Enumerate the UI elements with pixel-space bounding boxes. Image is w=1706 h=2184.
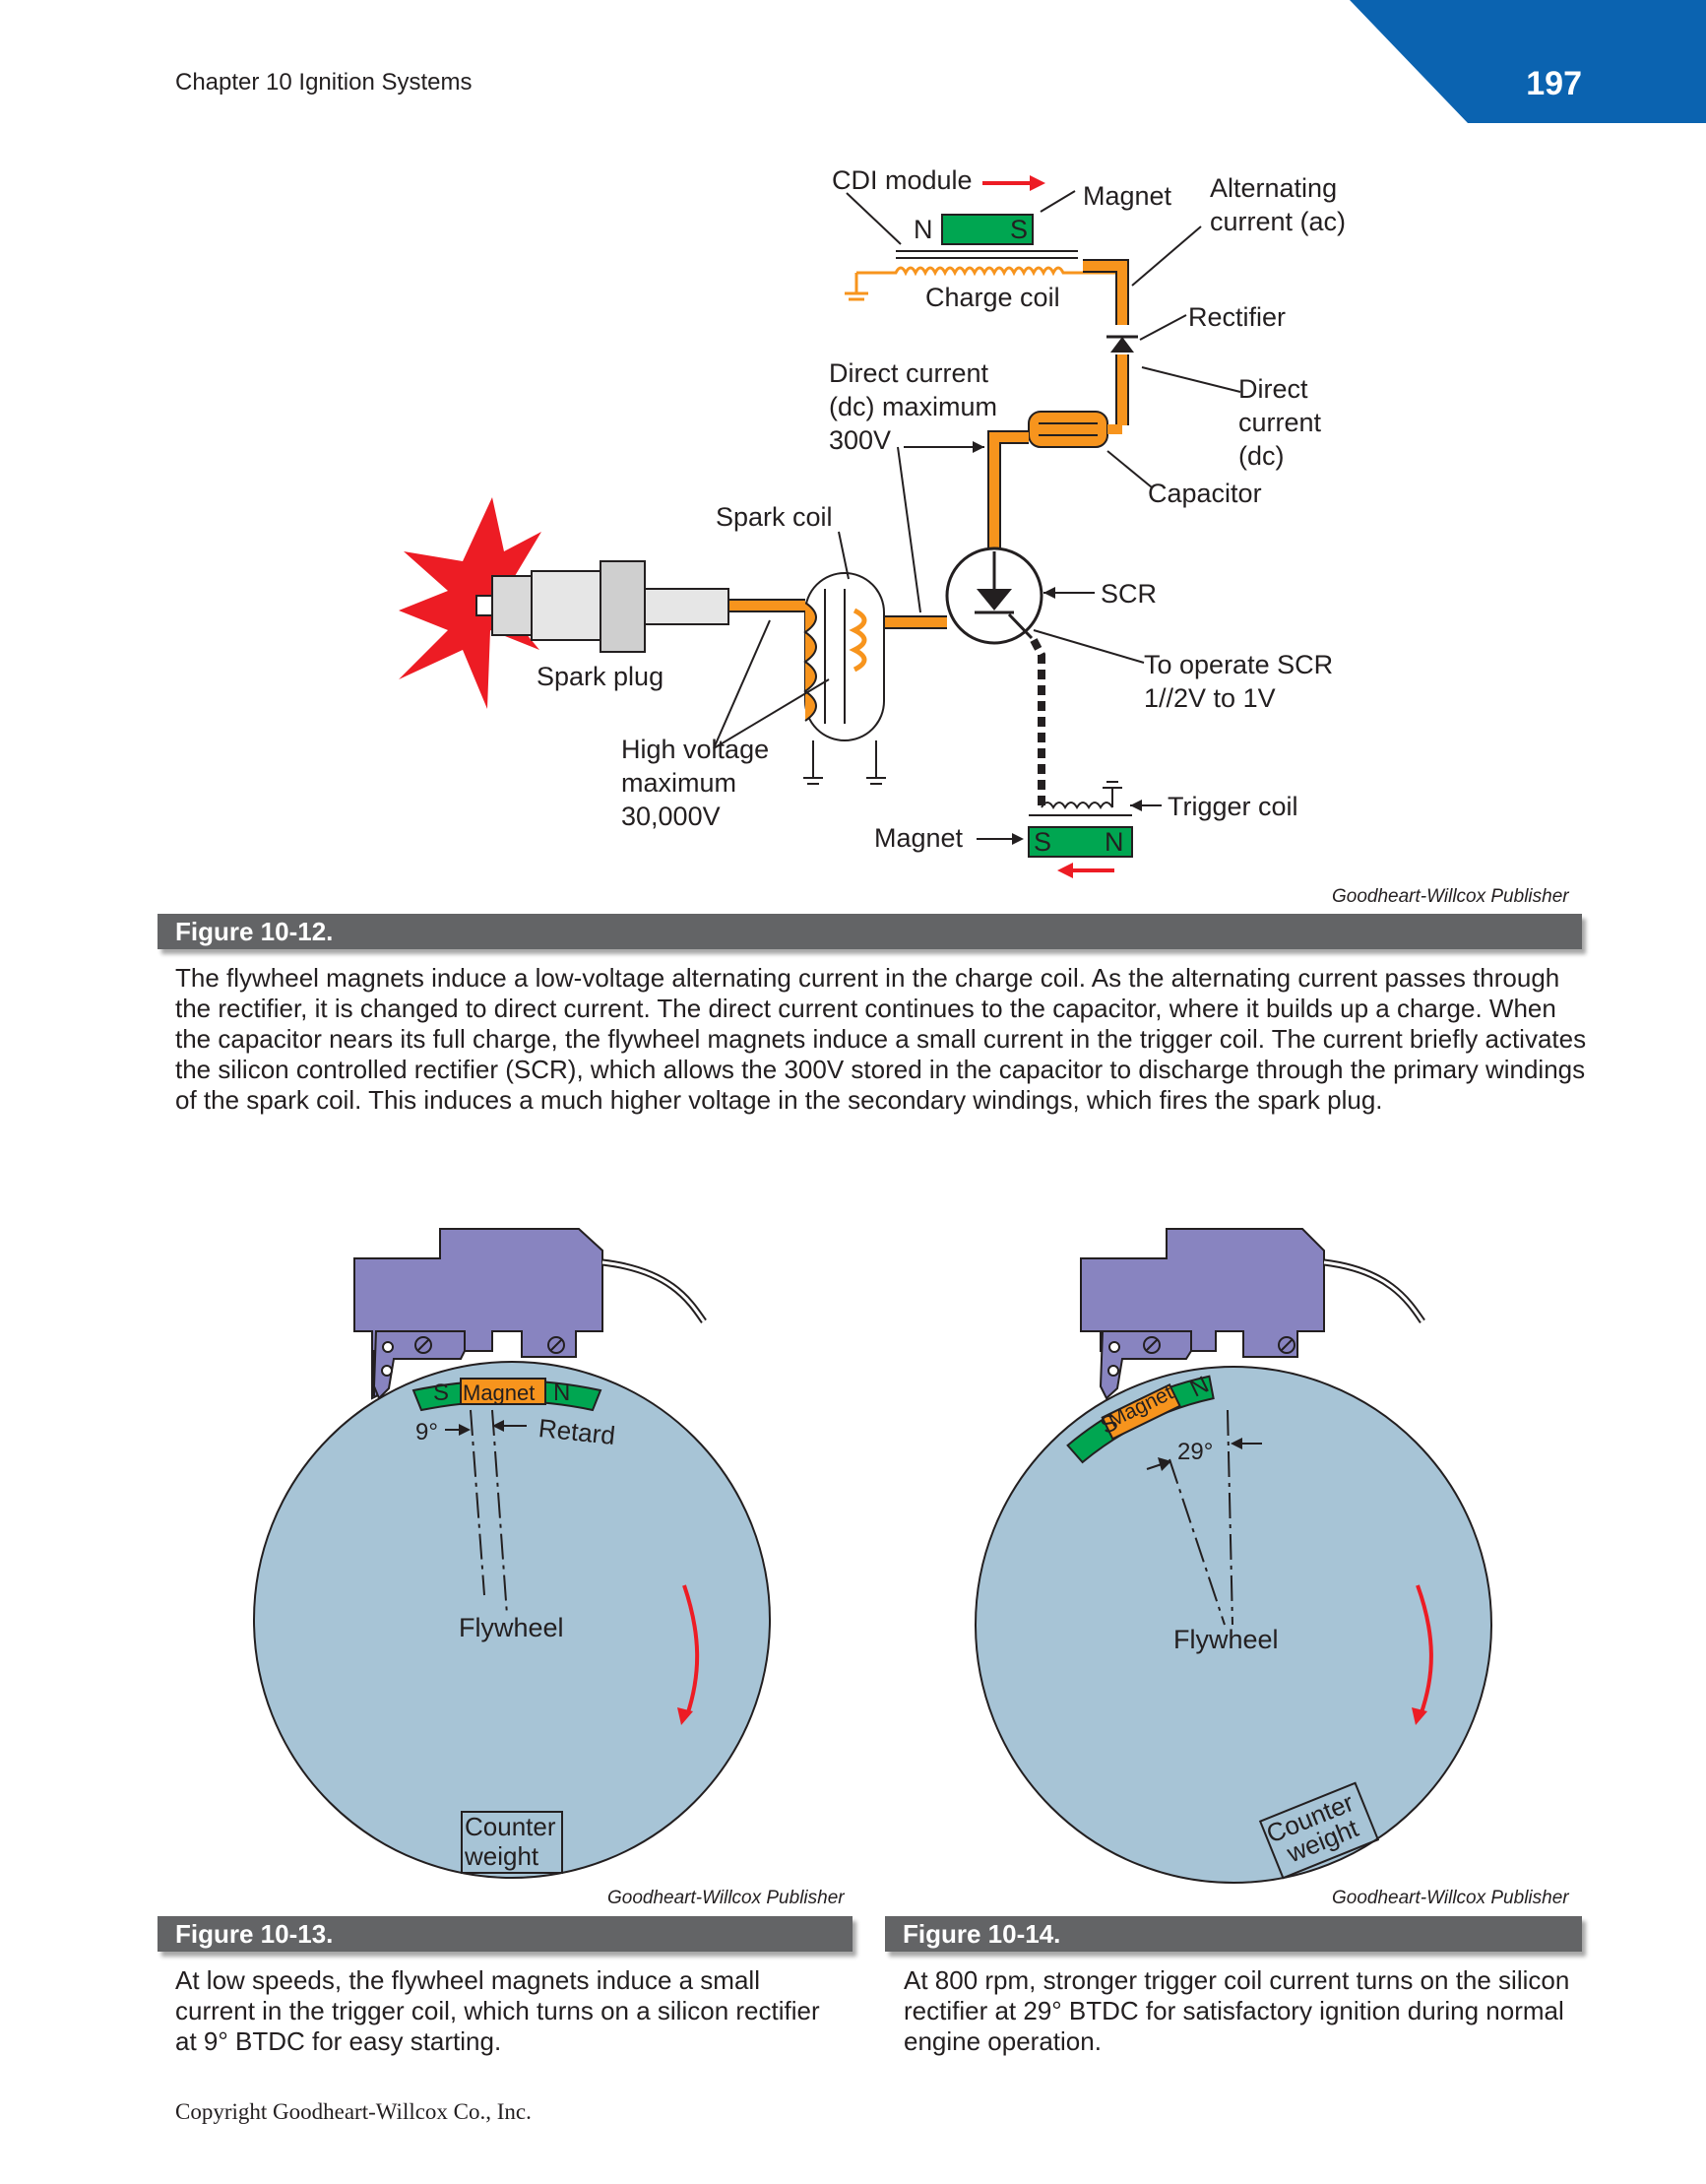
- spark-coil-label: Spark coil: [716, 502, 833, 532]
- figure-credit: Goodheart-Willcox Publisher: [1332, 886, 1569, 907]
- trigger-coil-label: Trigger coil: [1168, 792, 1298, 821]
- fig13-magnet-s: S: [433, 1380, 450, 1406]
- fig13-counterweight-line2: weight: [465, 1841, 539, 1871]
- trigger-magnet-pole-n: N: [1105, 827, 1124, 857]
- cdi-module-label: CDI module: [832, 165, 973, 195]
- rectifier-label: Rectifier: [1188, 302, 1287, 332]
- figure-caption: At low speeds, the flywheel magnets indu…: [175, 1965, 820, 2056]
- magnet-bottom-label: Magnet: [874, 823, 964, 853]
- cdi-circuit-diagram: [399, 175, 1241, 878]
- fig13-angle-label: 9°: [415, 1419, 438, 1445]
- magnet-pole-n: N: [914, 215, 933, 244]
- figure-title-bar: Figure 10-12.: [158, 914, 1582, 949]
- scr-label: SCR: [1101, 579, 1158, 609]
- page-number: 197: [1526, 65, 1582, 102]
- running-header: Chapter 10 Ignition Systems: [175, 69, 473, 96]
- figure-credit: Goodheart-Willcox Publisher: [1332, 1888, 1569, 1908]
- fig13-magnet-n: N: [553, 1380, 571, 1406]
- page-tab: [1350, 0, 1706, 123]
- flywheel-800rpm-diagram: [975, 1228, 1492, 1884]
- fig14-angle-label: 29°: [1177, 1439, 1214, 1465]
- figure-caption: At 800 rpm, stronger trigger coil curren…: [904, 1965, 1570, 2056]
- figure-credit: Goodheart-Willcox Publisher: [607, 1888, 845, 1908]
- operate-scr-label: To operate SCR 1//2V to 1V: [1144, 650, 1334, 713]
- magnet-top-label: Magnet: [1083, 181, 1172, 211]
- fig13-magnet-label: Magnet: [463, 1381, 536, 1405]
- magnet-pole-s: S: [1010, 215, 1029, 244]
- ac-label: Alternating current (ac): [1210, 173, 1347, 236]
- fig13-flywheel-label: Flywheel: [459, 1613, 564, 1642]
- dc-label: Direct current (dc): [1238, 374, 1322, 471]
- figure-caption: The flywheel magnets induce a low-voltag…: [175, 963, 1587, 1115]
- high-voltage-label: High voltage maximum 30,000V: [621, 735, 770, 831]
- figure-title-bar: Figure 10-13.: [158, 1916, 853, 1952]
- spark-plug-label: Spark plug: [537, 662, 664, 691]
- capacitor-label: Capacitor: [1148, 479, 1262, 508]
- copyright-footer: Copyright Goodheart-Willcox Co., Inc.: [175, 2099, 532, 2124]
- dc-max-label: Direct current (dc) maximum 300V: [829, 358, 998, 455]
- flywheel-low-speed-diagram: [253, 1228, 771, 1879]
- fig13-counterweight-line1: Counter: [465, 1812, 556, 1841]
- charge-coil-label: Charge coil: [925, 283, 1060, 312]
- figure-title-bar: Figure 10-14.: [885, 1916, 1582, 1952]
- trigger-magnet-pole-s: S: [1034, 827, 1052, 857]
- fig14-flywheel-label: Flywheel: [1173, 1625, 1279, 1654]
